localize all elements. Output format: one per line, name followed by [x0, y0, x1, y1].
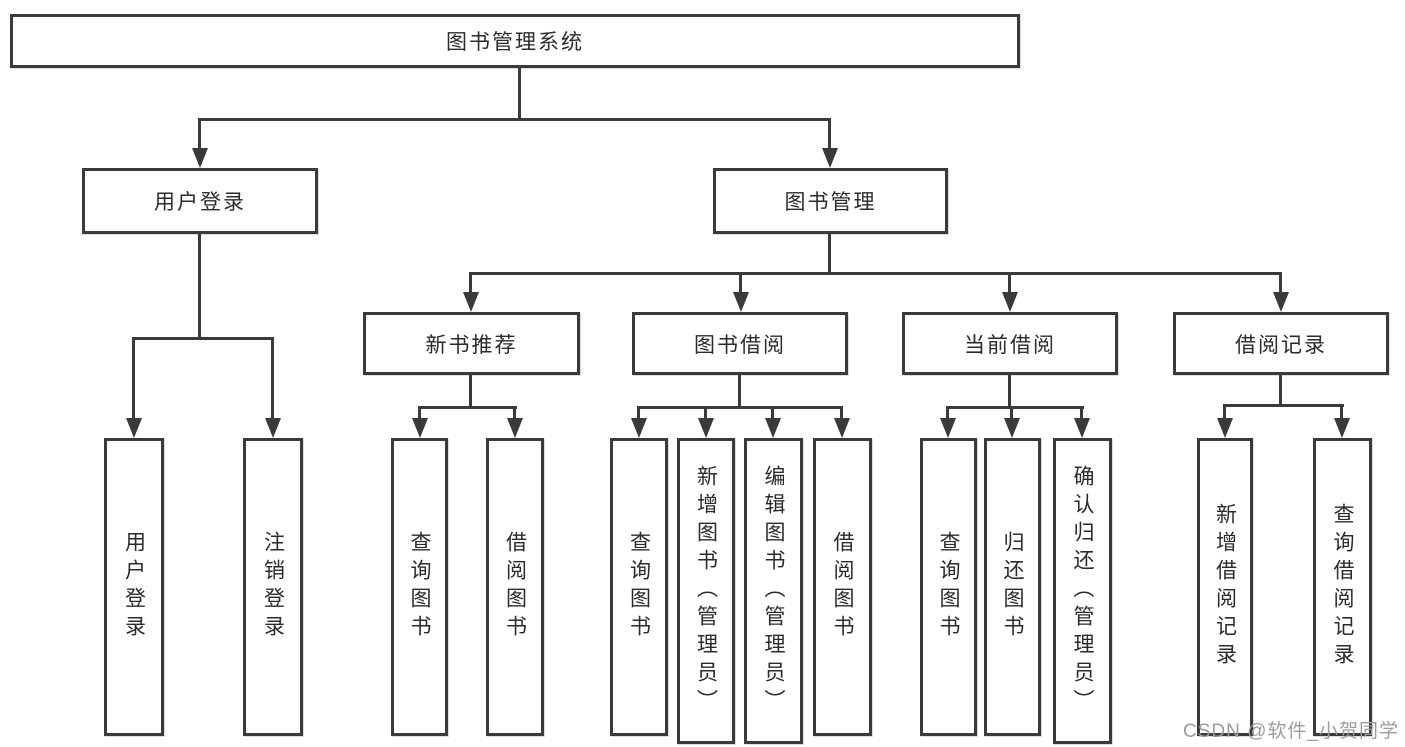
- connector-new-book-stem: [469, 375, 472, 406]
- arrow-down-icon: [1273, 292, 1289, 312]
- connector-drop-user-login: [198, 118, 201, 150]
- connector-book-borrow-bus: [637, 406, 843, 409]
- connector-book-management-bus: [469, 272, 1282, 275]
- connector-new-book-bus: [418, 406, 517, 409]
- connector-drop: [704, 406, 707, 420]
- connector-drop: [418, 406, 421, 420]
- leaf-record-query: 查询借阅记录: [1313, 438, 1372, 736]
- leaf-borrow-query-book: 查询图书: [610, 438, 668, 736]
- arrow-down-icon: [733, 292, 749, 312]
- connector-root-stem: [518, 68, 521, 118]
- connector-root-bus: [199, 118, 831, 121]
- leaf-user-login: 用户登录: [104, 438, 164, 736]
- watermark-text: CSDN @软件_小贺同学: [1183, 721, 1399, 742]
- connector-book-borrow-stem: [738, 375, 741, 406]
- connector-drop: [513, 406, 516, 420]
- connector-drop-current-borrow: [1008, 272, 1011, 294]
- node-borrow-record: 借阅记录: [1173, 312, 1389, 375]
- connector-drop: [946, 406, 949, 420]
- leaf-borrow-borrow-book: 借阅图书: [813, 438, 872, 736]
- arrow-down-icon: [698, 418, 714, 438]
- connector-drop-book-management: [828, 118, 831, 150]
- connector-drop-leaf-logout: [271, 337, 274, 420]
- arrow-down-icon: [126, 418, 142, 438]
- connector-drop-leaf-user-login: [132, 337, 135, 420]
- connector-current-borrow-stem: [1008, 375, 1011, 406]
- arrow-down-icon: [507, 418, 523, 438]
- arrow-down-icon: [1217, 418, 1233, 438]
- node-current-borrow: 当前借阅: [902, 312, 1118, 375]
- connector-drop: [637, 406, 640, 420]
- arrow-down-icon: [1074, 418, 1090, 438]
- leaf-borrow-edit-book-admin: 编辑图书（管理员）: [744, 438, 803, 744]
- arrow-down-icon: [1004, 418, 1020, 438]
- leaf-new-book-borrow: 借阅图书: [486, 438, 544, 736]
- connector-drop: [771, 406, 774, 420]
- connector-drop-book-borrow: [739, 272, 742, 294]
- node-book-borrow: 图书借阅: [632, 312, 848, 375]
- leaf-current-confirm-return-admin: 确认归还（管理员）: [1053, 438, 1112, 744]
- arrow-down-icon: [1002, 292, 1018, 312]
- arrow-down-icon: [834, 418, 850, 438]
- node-user-login: 用户登录: [82, 168, 318, 234]
- connector-drop: [1080, 406, 1083, 420]
- leaf-record-add: 新增借阅记录: [1197, 438, 1253, 736]
- node-new-book-recommend: 新书推荐: [363, 312, 580, 375]
- connector-drop-borrow-record: [1279, 272, 1282, 294]
- connector-user-login-stem: [198, 234, 201, 337]
- arrow-down-icon: [631, 418, 647, 438]
- connector-drop: [1340, 404, 1343, 420]
- node-root: 图书管理系统: [10, 14, 1020, 68]
- connector-borrow-record-bus: [1223, 404, 1344, 407]
- leaf-new-book-query: 查询图书: [391, 438, 448, 736]
- connector-book-management-stem: [828, 234, 831, 274]
- connector-borrow-record-stem: [1279, 375, 1282, 406]
- arrow-down-icon: [412, 418, 428, 438]
- arrow-down-icon: [1334, 418, 1350, 438]
- connector-drop: [840, 406, 843, 420]
- leaf-logout: 注销登录: [243, 438, 303, 736]
- leaf-current-query-book: 查询图书: [920, 438, 977, 736]
- arrow-down-icon: [940, 418, 956, 438]
- leaf-current-return-book: 归还图书: [984, 438, 1041, 736]
- leaf-borrow-add-book-admin: 新增图书（管理员）: [677, 438, 735, 744]
- connector-drop-new-book: [469, 272, 472, 294]
- arrow-down-icon: [265, 418, 281, 438]
- arrow-down-icon: [463, 292, 479, 312]
- connector-current-borrow-bus: [946, 406, 1084, 409]
- connector-drop: [1010, 406, 1013, 420]
- connector-drop: [1223, 404, 1226, 420]
- connector-user-login-bus: [132, 337, 274, 340]
- node-book-management: 图书管理: [713, 168, 948, 234]
- arrow-down-icon: [765, 418, 781, 438]
- arrow-down-icon: [192, 148, 208, 168]
- arrow-down-icon: [822, 148, 838, 168]
